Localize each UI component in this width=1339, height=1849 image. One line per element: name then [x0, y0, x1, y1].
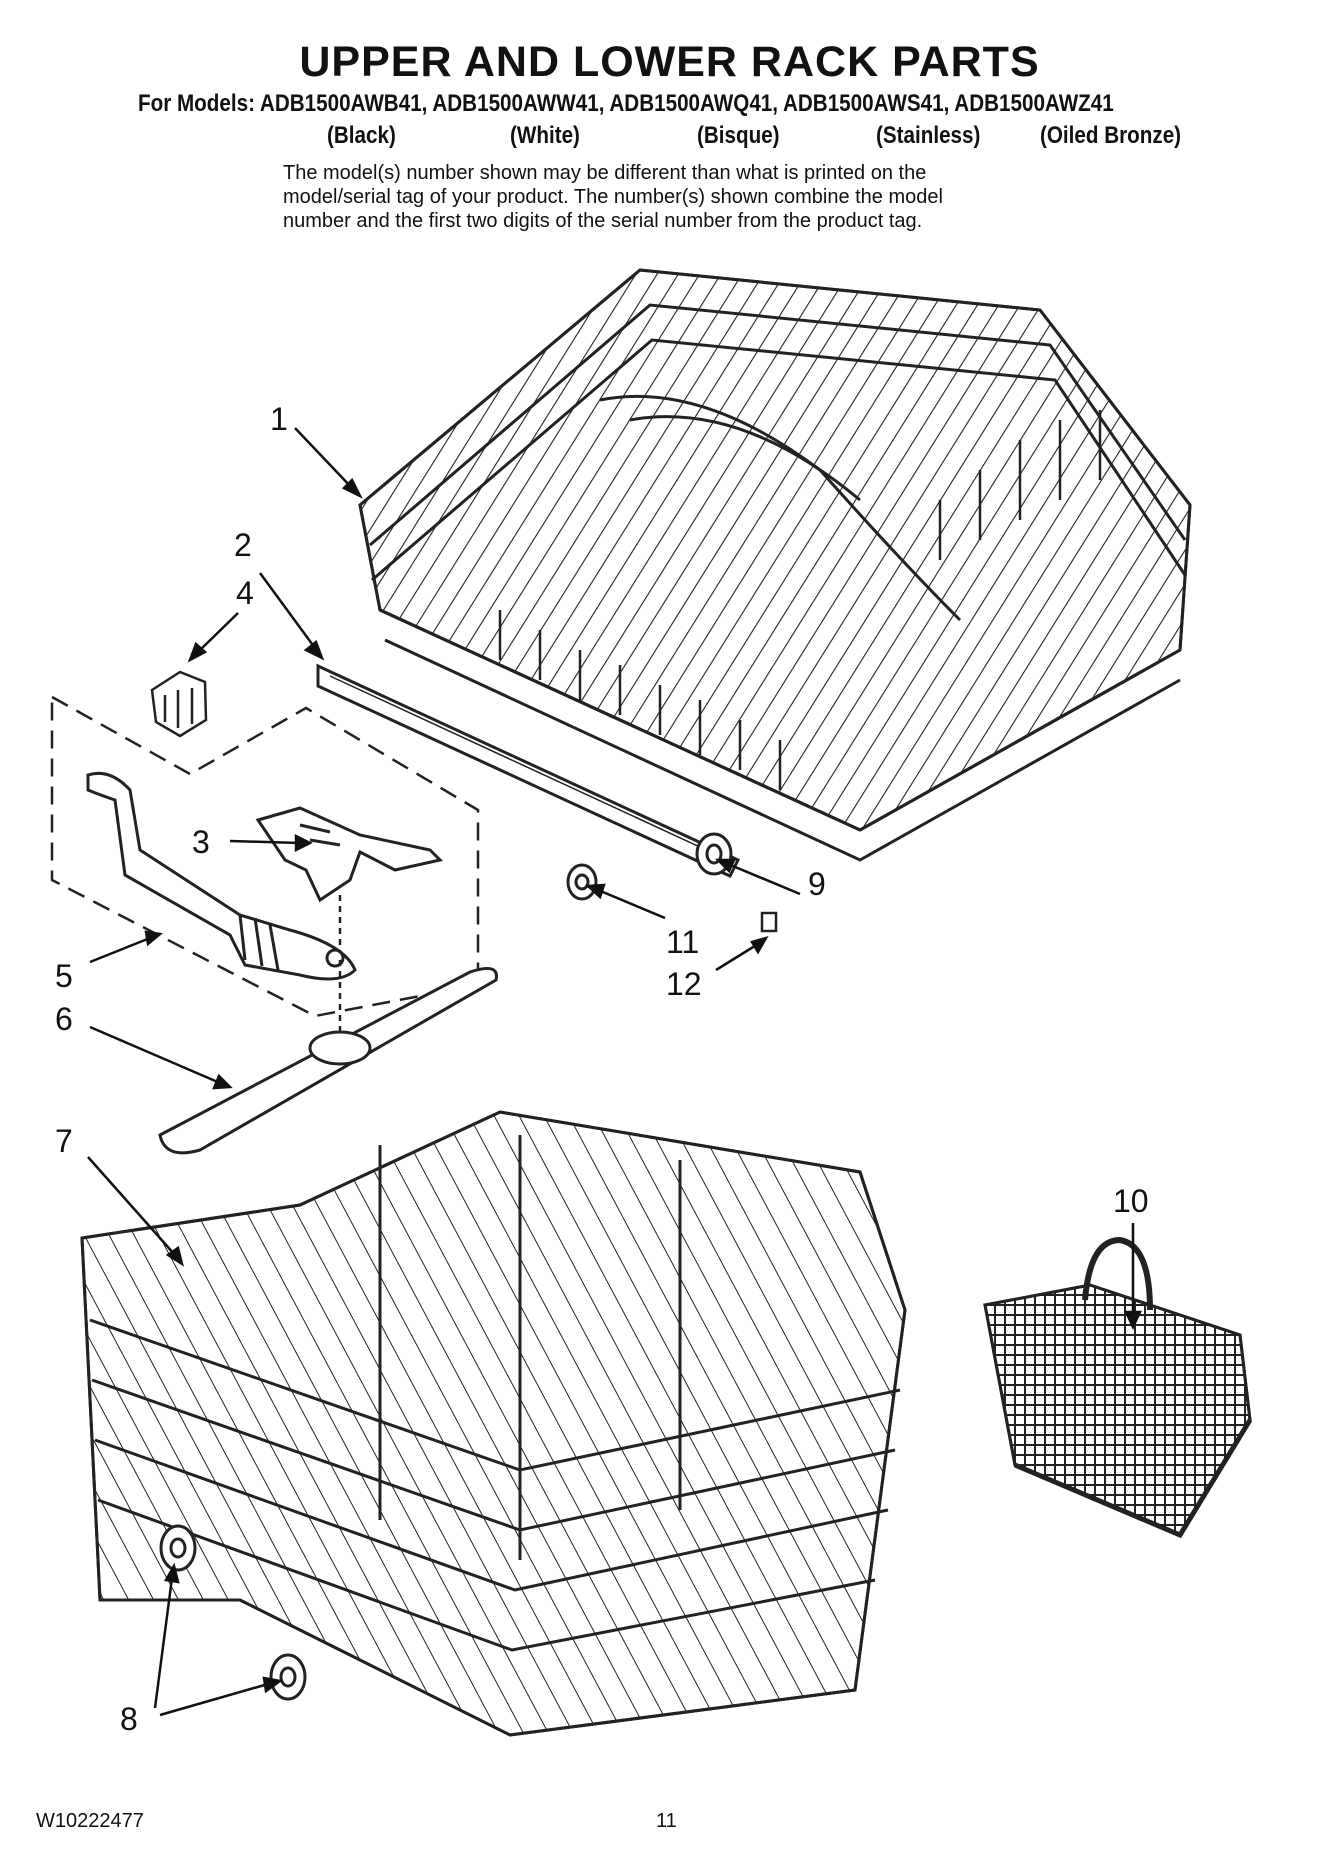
rack-wheel-11: [566, 863, 598, 901]
upper-rack: [358, 268, 1192, 862]
lower-rack: [80, 1110, 907, 1737]
callout-8: 8: [120, 1701, 138, 1737]
color-white: (White): [510, 122, 580, 149]
callout-7: 7: [55, 1123, 73, 1159]
sub-assembly-dashed-box: [50, 694, 480, 1018]
callout-9: 9: [808, 866, 826, 902]
lower-spray-arm: [158, 960, 498, 1155]
rail-clip-12: [760, 911, 778, 933]
callout-leaders: [87, 427, 1142, 1717]
callout-1: 1: [270, 401, 288, 437]
callout-labels: 1 2 3 4 5 6 7 8 9 10 11 12: [55, 401, 1149, 1737]
silverware-basket: [983, 1236, 1253, 1539]
callout-2: 2: [234, 527, 252, 563]
callout-10: 10: [1113, 1183, 1149, 1219]
color-bisque: (Bisque): [697, 122, 780, 149]
spray-arm-manifold: [255, 806, 443, 960]
note-line: number and the first two digits of the s…: [283, 210, 923, 232]
rack-rail: [316, 663, 741, 878]
note-line: The model(s) number shown may be differe…: [283, 162, 927, 184]
callout-4: 4: [236, 575, 254, 611]
note-line: model/serial tag of your product. The nu…: [283, 186, 943, 208]
models-line: For Models: ADB1500AWB41, ADB1500AWW41, …: [138, 90, 1114, 117]
model-note: The model(s) number shown may be differe…: [283, 161, 1103, 233]
color-black: (Black): [327, 122, 396, 149]
color-stainless: (Stainless): [876, 122, 981, 149]
doc-number: W10222477: [36, 1810, 144, 1832]
callout-5: 5: [55, 958, 73, 994]
callout-3: 3: [192, 824, 210, 860]
callout-12: 12: [666, 966, 702, 1002]
page-number: 11: [656, 1810, 677, 1832]
color-oiled-bronze: (Oiled Bronze): [1040, 122, 1182, 149]
bracket-4: [150, 670, 208, 738]
lower-rack-wheels: [159, 1524, 307, 1701]
callout-6: 6: [55, 1001, 73, 1037]
page-title: UPPER AND LOWER RACK PARTS: [299, 38, 1040, 86]
feed-tube: [86, 771, 357, 981]
callout-11: 11: [666, 924, 699, 960]
